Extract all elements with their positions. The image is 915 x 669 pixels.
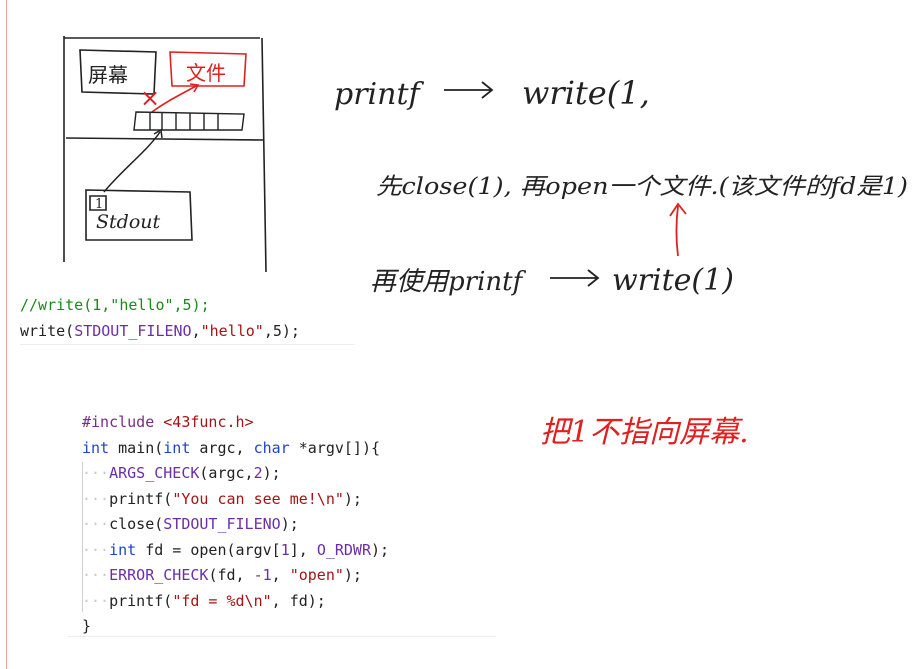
fd-table	[133, 111, 245, 131]
macro-stdout-fileno: STDOUT_FILENO	[163, 515, 281, 533]
args-b: );	[262, 464, 281, 482]
sep: ,	[191, 322, 201, 340]
file-label: 文件	[186, 61, 226, 85]
num-2: 2	[253, 464, 263, 482]
code-line-error-check: ···ERROR_CHECK(fd, -1, "open");	[68, 563, 496, 589]
include-kw: #include	[82, 413, 155, 431]
str-hello: "hello"	[200, 322, 264, 340]
code-line-write: write(STDOUT_FILENO,"hello",5);	[20, 318, 355, 344]
indent-dots: ···	[82, 489, 110, 508]
indent-dots: ···	[82, 566, 110, 584]
code-line-open: ···int fd = open(argv[1], O_RDWR);	[68, 538, 496, 564]
str-fd-format: "fd = %d\n"	[172, 591, 272, 610]
err-a: (fd,	[208, 566, 254, 584]
note-printf: printf	[334, 77, 425, 112]
str-you-can-see: "You can see me!\n"	[172, 489, 344, 508]
note-reuse-printf: 再使用printf	[370, 267, 527, 297]
kw-int: int	[82, 438, 110, 457]
kw-int-fd: int	[109, 540, 137, 559]
indent-dots: ···	[82, 515, 110, 533]
args-a: (argc,	[199, 464, 254, 482]
stdout-box	[85, 189, 193, 241]
note-red-up-arrow	[669, 202, 687, 257]
indent-dots: ···	[82, 464, 110, 482]
code-line-args-check: ···ARGS_CHECK(argc,2);	[68, 461, 496, 487]
note-write1: write(1,	[522, 74, 650, 112]
open-mid: fd = open(argv[	[136, 540, 281, 559]
code-line-close: ···close(STDOUT_FILENO);	[68, 512, 496, 538]
fd-label: 1	[95, 197, 103, 212]
code-line-close-brace: }	[68, 614, 496, 640]
call-tail: ,5);	[263, 322, 300, 340]
screen-box	[79, 49, 157, 95]
note-close-open: 先close(1), 再open一个文件.(该文件的fd是1)	[376, 174, 908, 200]
err-tail: );	[343, 566, 362, 584]
macro-stdout: STDOUT_FILENO	[74, 322, 192, 340]
code-line-printf-1: ···printf("You can see me!\n");	[68, 487, 496, 513]
macro-o-rdwr: O_RDWR	[316, 540, 371, 559]
open-mid-2: ],	[289, 540, 317, 559]
code-block-main: #include <43func.h> int main(int argc, c…	[68, 410, 496, 637]
include-header: <43func.h>	[163, 413, 254, 431]
code-line-comment: //write(1,"hello",5);	[20, 292, 355, 318]
code-line-printf-2: ···printf("fd = %d\n", fd);	[68, 589, 496, 615]
kw-int-2: int	[163, 438, 191, 457]
close-tail: );	[280, 515, 299, 533]
fn-printf: printf(	[109, 489, 173, 508]
num-1: 1	[280, 540, 290, 559]
close-brace: }	[82, 617, 92, 635]
kw-char: char	[253, 438, 290, 457]
main-argc: argc,	[190, 438, 254, 457]
indent-guide	[82, 462, 84, 612]
note-red: 把1不指向屏幕.	[540, 415, 749, 450]
main-name: main(	[109, 438, 164, 457]
stdout-label: Stdout	[96, 211, 160, 233]
stdout-arrow	[103, 131, 161, 193]
cross-mark: ×	[140, 84, 160, 112]
fn-printf-2: printf(	[109, 591, 173, 610]
str-open: "open"	[289, 566, 344, 584]
file-box	[169, 51, 247, 87]
note-arrow-2	[550, 269, 600, 287]
printf2-tail: , fd);	[271, 591, 326, 610]
page-margin-line	[6, 0, 7, 669]
code-line-main: int main(int argc, char *argv[]){	[68, 436, 496, 462]
open-tail: );	[371, 540, 390, 559]
red-arrow-to-file	[151, 85, 197, 113]
indent-dots: ···	[82, 591, 110, 610]
code-line-include: #include <43func.h>	[68, 410, 496, 436]
macro-args-check: ARGS_CHECK	[109, 464, 200, 482]
code-block-write: //write(1,"hello",5); write(STDOUT_FILEN…	[20, 292, 355, 345]
note-write-1: write(1)	[612, 263, 734, 298]
printf-tail: );	[343, 489, 362, 508]
note-arrow-1	[444, 81, 494, 99]
comment-text: //write(1,"hello",5);	[20, 296, 210, 314]
main-tail: *argv[]){	[289, 438, 381, 457]
fn-close: close(	[109, 515, 164, 533]
screen-label: 屏幕	[88, 63, 128, 87]
process-box	[63, 36, 267, 273]
macro-error-check: ERROR_CHECK	[109, 566, 209, 584]
num-minus-1: -1	[253, 566, 272, 584]
err-b: ,	[271, 566, 290, 584]
indent-dots: ···	[82, 540, 110, 559]
fn-write: write(	[20, 322, 75, 340]
